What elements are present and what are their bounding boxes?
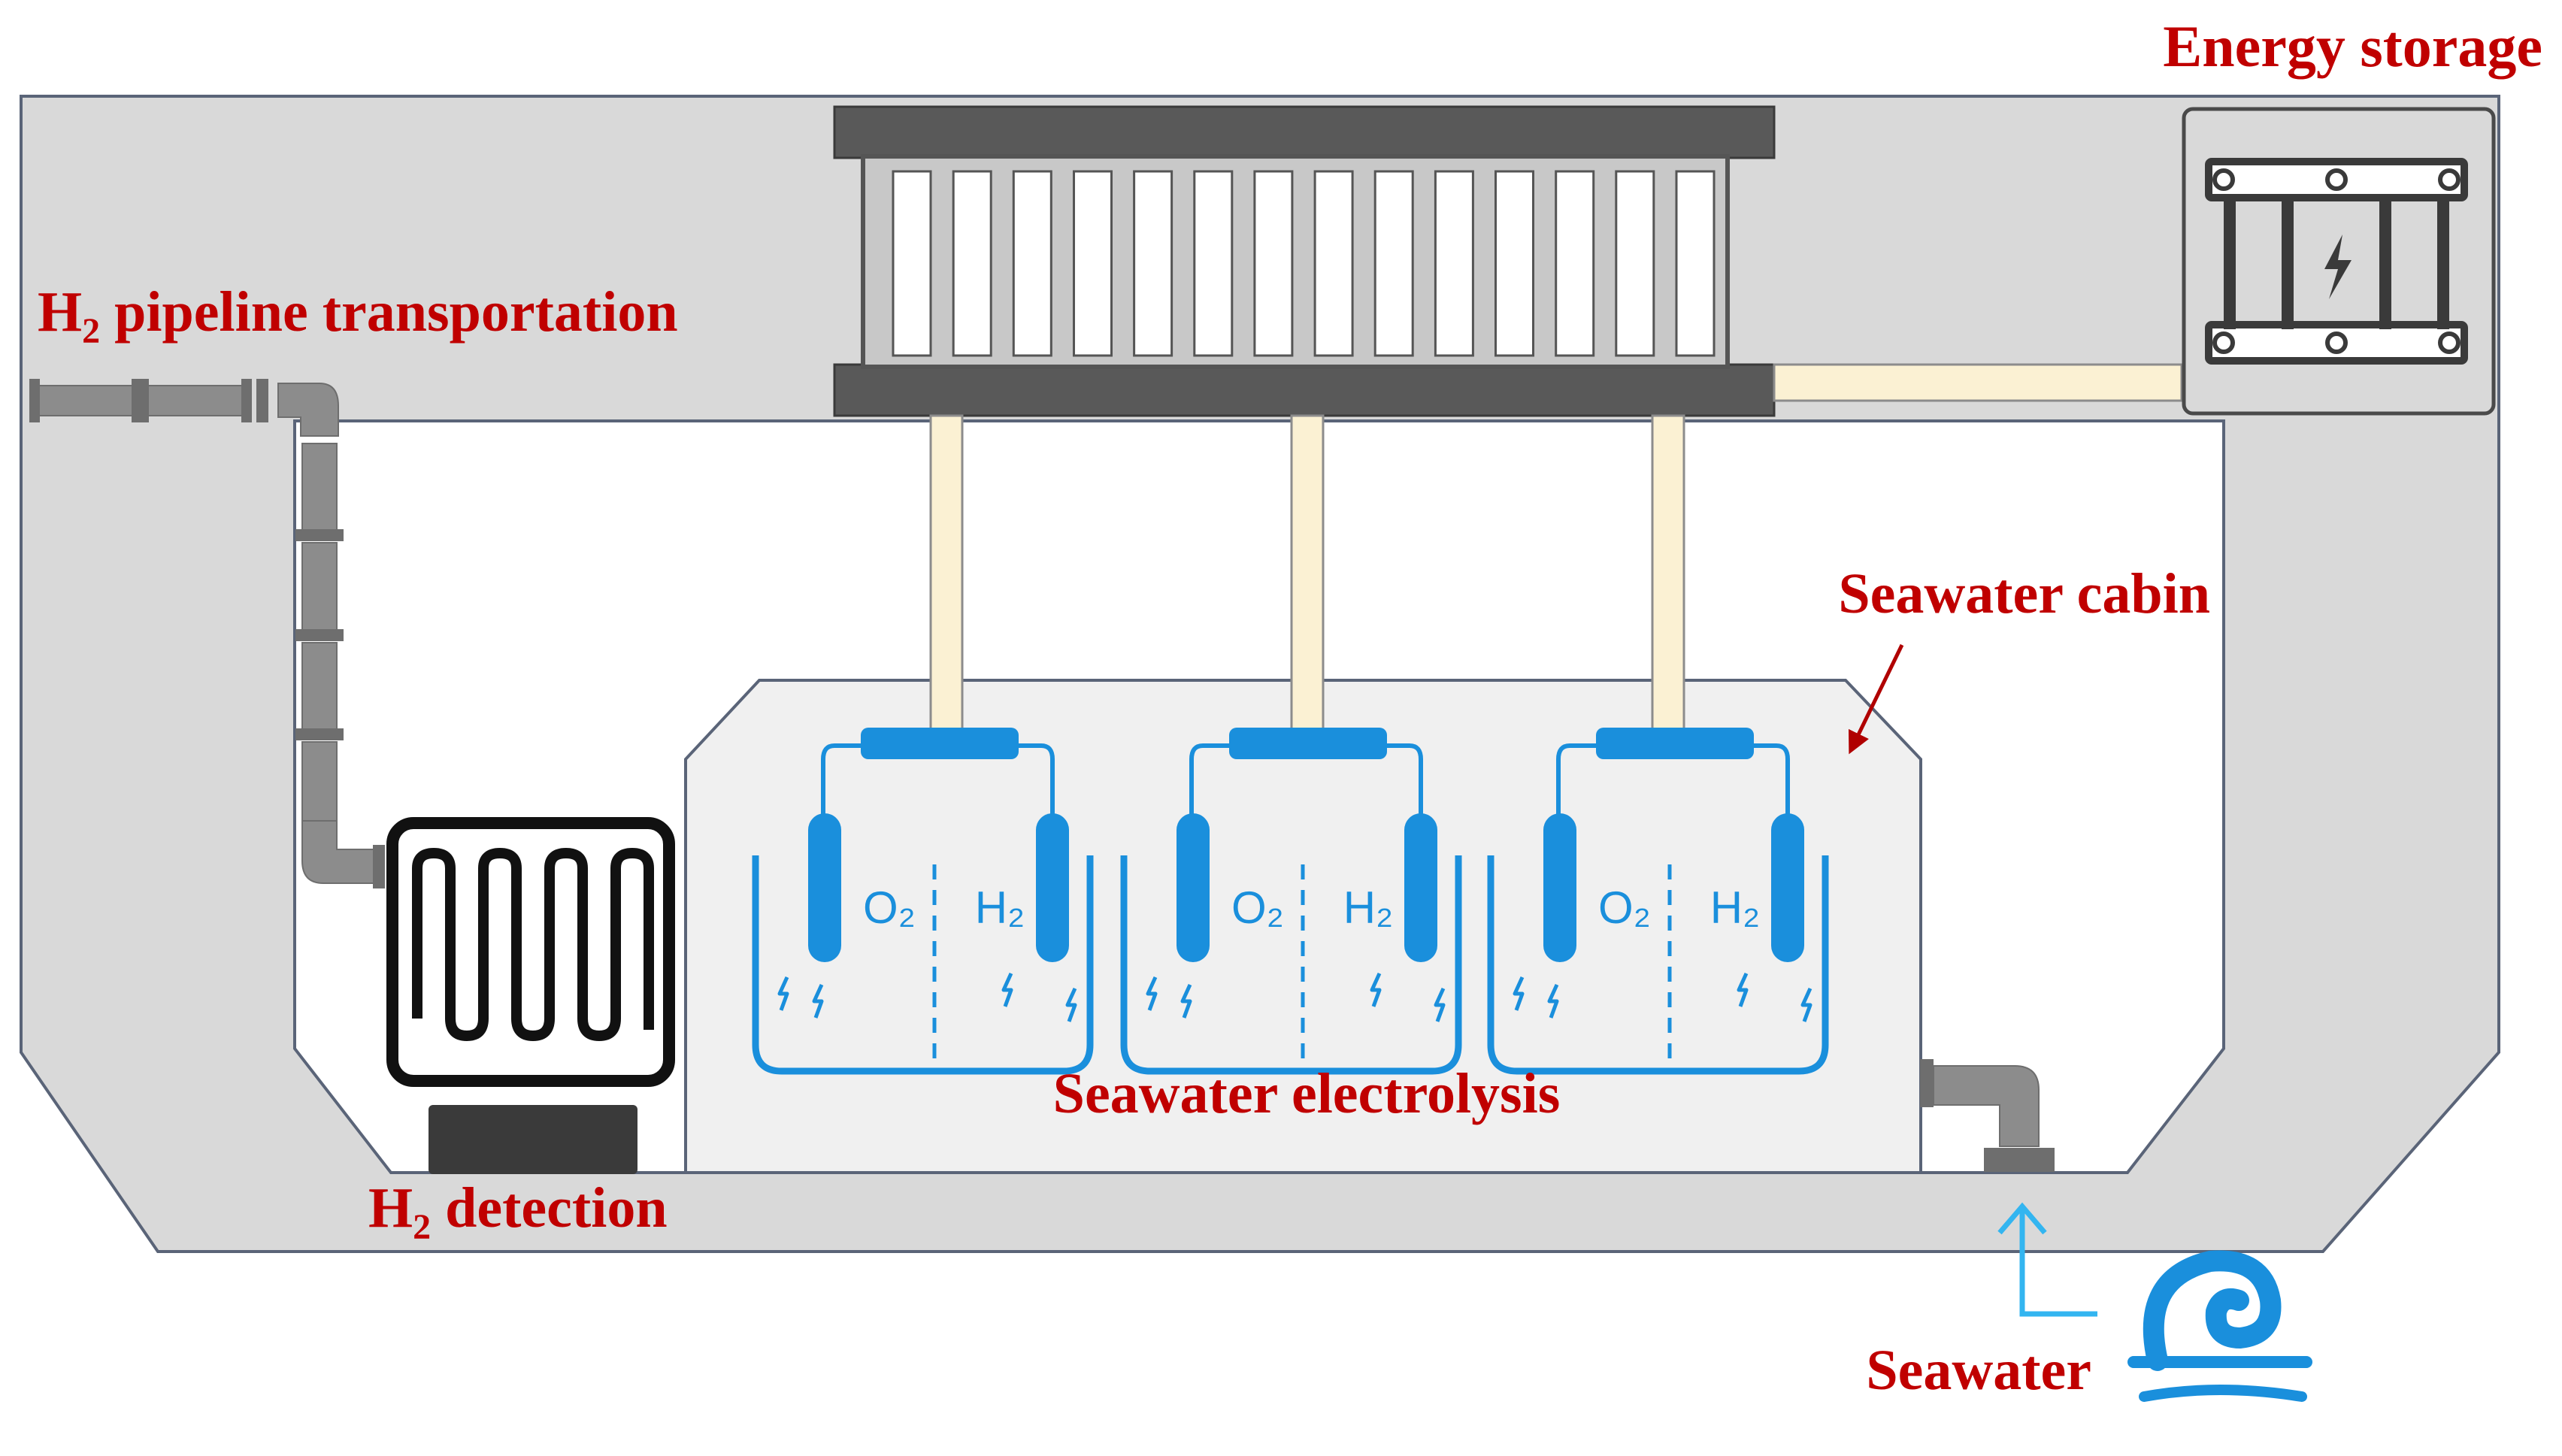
anode-electrode (1543, 813, 1576, 962)
panel-slot (1012, 170, 1052, 357)
panel-slot (1373, 170, 1414, 357)
panel-slot (1313, 170, 1354, 357)
cathode-gas-label: H₂ (975, 882, 1025, 933)
cathode-gas-label: H₂ (1343, 882, 1394, 933)
anode-electrode (808, 813, 841, 962)
cathode-gas-label: H₂ (1710, 882, 1761, 933)
energy-storage-label: Energy storage (2163, 14, 2542, 79)
panel-slot (1494, 170, 1534, 357)
seawater-cabin-label: Seawater cabin (1838, 562, 2210, 625)
wire (1189, 743, 1229, 816)
seawater-electrolysis-label: Seawater electrolysis (1053, 1062, 1561, 1125)
anode-gas-label: O₂ (1598, 882, 1651, 933)
wire (1387, 743, 1423, 816)
spark-icon (777, 976, 789, 1011)
spark-icon (1370, 972, 1382, 1007)
wire (1556, 743, 1596, 816)
spark-icon (1434, 987, 1446, 1022)
cathode-electrode (1771, 813, 1804, 962)
electrolyzer-cells: O₂ H₂ O₂ H₂ O₂ H₂ (752, 728, 1829, 1075)
cell-connector-bar (861, 728, 1019, 759)
panel-slot (892, 170, 932, 357)
wire (1754, 743, 1790, 816)
electrolyzer-tank (1487, 855, 1829, 1075)
panel-slot (1434, 170, 1474, 357)
spark-icon (1737, 972, 1749, 1007)
cathode-electrode (1036, 813, 1069, 962)
panel-slot (952, 170, 992, 357)
h2-detection-sensor (386, 817, 675, 1174)
energy-storage-unit (2182, 107, 2496, 416)
electrolyzer-cell: O₂ H₂ (752, 728, 1094, 1075)
seawater-inflow-arrow (2019, 1209, 2097, 1317)
panel-slot (1615, 170, 1655, 357)
h2-pipeline-icon (29, 379, 385, 888)
spark-icon (1800, 987, 1812, 1022)
spark-icon (1180, 983, 1192, 1019)
cathode-electrode (1404, 813, 1437, 962)
spark-icon (1065, 987, 1077, 1022)
h2-detection-label: H2 detection (368, 1176, 668, 1247)
panel-slot (1193, 170, 1234, 357)
power-connectors (929, 414, 1685, 733)
spark-icon (1001, 972, 1013, 1007)
panel-slot (1555, 170, 1595, 357)
anode-gas-label: O₂ (1231, 882, 1284, 933)
cell-connector-bar (1596, 728, 1754, 759)
power-panel (833, 105, 1776, 417)
h2-pipeline-label: H2 pipeline transportation (38, 280, 678, 351)
panel-slot (1253, 170, 1294, 357)
panel-slot (1133, 170, 1173, 357)
wire (821, 743, 861, 816)
panel-slot (1675, 170, 1716, 357)
cabin-pointer-arrow (1848, 643, 1904, 755)
storage-connector (1773, 363, 2183, 402)
seawater-intake-pipe (1920, 1059, 2055, 1172)
electrolyzer-tank (1120, 855, 1462, 1075)
seawater-label: Seawater (1866, 1339, 2091, 1402)
cell-connector-bar (1229, 728, 1387, 759)
spark-icon (812, 983, 824, 1019)
spark-icon (1547, 983, 1559, 1019)
electrolyzer-cell: O₂ H₂ (1487, 728, 1829, 1075)
wave-icon (2127, 1250, 2312, 1402)
spark-icon (1146, 976, 1158, 1011)
electrolyzer-cell: O₂ H₂ (1120, 728, 1462, 1075)
anode-gas-label: O₂ (863, 882, 916, 933)
lightning-icon (2324, 235, 2352, 299)
spark-icon (1513, 976, 1525, 1011)
panel-slot (1073, 170, 1113, 357)
anode-electrode (1177, 813, 1210, 962)
wire (1019, 743, 1055, 816)
electrolyzer-tank (752, 855, 1094, 1075)
